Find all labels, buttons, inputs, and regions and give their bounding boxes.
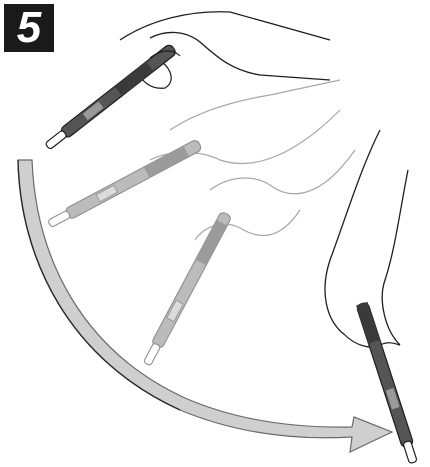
start-pen bbox=[44, 12, 330, 152]
middle-pen-2 bbox=[142, 150, 355, 367]
middle-pen-1 bbox=[47, 80, 340, 229]
end-pen bbox=[325, 130, 419, 464]
